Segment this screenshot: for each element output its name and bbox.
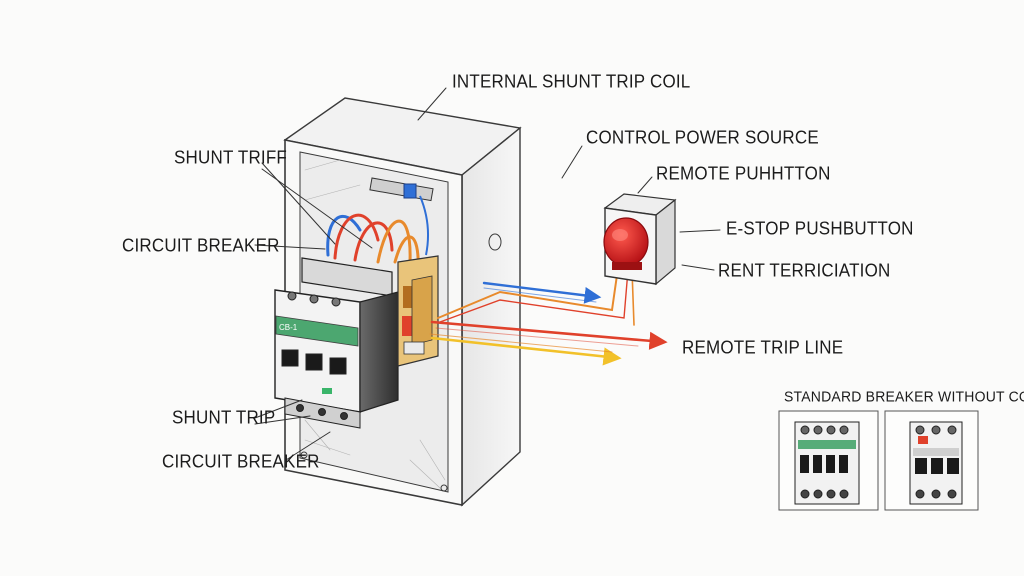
label-shunt-trip-bottom: SHUNT TRIP <box>172 407 276 428</box>
inset-breaker-1 <box>794 421 860 505</box>
label-rent-termination: RENT TERRICIATION <box>718 260 891 281</box>
shunt-trip-module <box>397 255 439 367</box>
svg-text:CB-1: CB-1 <box>279 323 298 332</box>
control-wires <box>429 267 668 366</box>
label-internal-shunt-trip-coil: INTERNAL SHUNT TRIP COIL <box>452 71 691 92</box>
busbar-terminal <box>369 177 434 256</box>
label-remote-trip-line: REMOTE TRIP LINE <box>682 337 844 358</box>
estop-button-icon <box>603 217 649 267</box>
label-estop-pushbutton: E-STOP PUSHBUTTON <box>726 218 914 239</box>
label-circuit-breaker-top: CIRCUIT BREAKER <box>122 235 280 256</box>
label-control-power-source: CONTROL POWER SOURCE <box>586 127 819 148</box>
inset-standard-breakers <box>778 410 979 511</box>
label-circuit-breaker-bottom: CIRCUIT BREAKER <box>162 451 320 472</box>
main-breaker: CB-1 <box>274 257 399 429</box>
estop-pushbutton-box <box>603 193 677 286</box>
leader-lines <box>254 87 721 461</box>
label-standard-breaker-without-coil: STANDARD BREAKER WITHOUT COIL <box>784 387 1024 405</box>
inset-breaker-2 <box>909 421 963 505</box>
label-shunt-trip-top: SHUNT TRIFF <box>174 147 288 168</box>
label-remote-pushbutton: REMOTE PUHHTTON <box>656 163 831 184</box>
breaker-wires <box>326 213 420 272</box>
